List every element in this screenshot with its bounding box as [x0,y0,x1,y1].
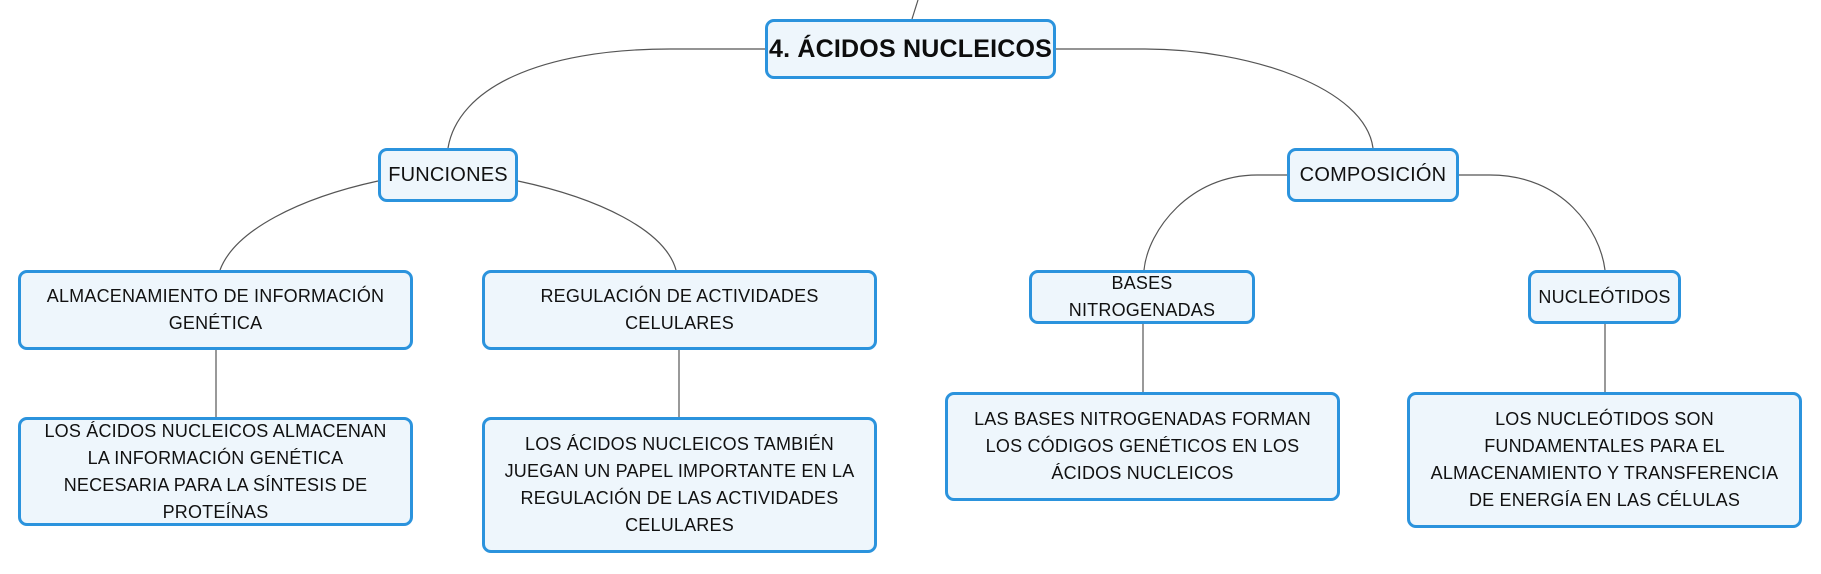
subtopic-almacenamiento[interactable]: ALMACENAMIENTO DE INFORMACIÓN GENÉTICA [18,270,413,350]
subtopic-almacenamiento-label: ALMACENAMIENTO DE INFORMACIÓN GENÉTICA [46,286,385,333]
topic-funciones-label: FUNCIONES [388,163,508,186]
connector-root-to-composicion [1056,48,1374,149]
detail-nucleotidos[interactable]: LOS NUCLEÓTIDOS SON FUNDAMENTALES PARA E… [1407,392,1802,528]
connector-root-to-funciones [447,48,765,149]
subtopic-regulacion[interactable]: REGULACIÓN DE ACTIVIDADES CELULARES [482,270,877,350]
subtopic-nucleotidos-label: NUCLEÓTIDOS [1538,286,1671,307]
detail-nucleotidos-text: LOS NUCLEÓTIDOS SON FUNDAMENTALES PARA E… [1430,409,1779,510]
subtopic-nucleotidos[interactable]: NUCLEÓTIDOS [1528,270,1681,324]
subtopic-regulacion-label: REGULACIÓN DE ACTIVIDADES CELULARES [540,286,819,333]
connector-composicion-to-nucleotidos [1459,174,1606,271]
root-topic-label: 4. ÁCIDOS NUCLEICOS [769,34,1052,63]
subtopic-bases-nitrogenadas-label: BASES NITROGENADAS [1068,273,1216,320]
connector-composicion-to-bases [1143,174,1287,271]
topic-composicion[interactable]: COMPOSICIÓN [1287,148,1459,202]
detail-almacenamiento-text: LOS ÁCIDOS NUCLEICOS ALMACENAN LA INFORM… [44,420,387,522]
detail-bases-nitrogenadas-text: LAS BASES NITROGENADAS FORMAN LOS CÓDIGO… [974,409,1311,483]
subtopic-bases-nitrogenadas[interactable]: BASES NITROGENADAS [1029,270,1255,324]
connector-parent-to-root [911,0,919,20]
topic-composicion-label: COMPOSICIÓN [1299,163,1447,186]
root-topic[interactable]: 4. ÁCIDOS NUCLEICOS [765,19,1056,79]
detail-bases-nitrogenadas[interactable]: LAS BASES NITROGENADAS FORMAN LOS CÓDIGO… [945,392,1340,501]
connector-funciones-to-regulacion [517,180,677,271]
detail-almacenamiento[interactable]: LOS ÁCIDOS NUCLEICOS ALMACENAN LA INFORM… [18,417,413,526]
connector-funciones-to-almacenamiento [219,180,379,271]
topic-funciones[interactable]: FUNCIONES [378,148,518,202]
detail-regulacion[interactable]: LOS ÁCIDOS NUCLEICOS TAMBIÉN JUEGAN UN P… [482,417,877,553]
detail-regulacion-text: LOS ÁCIDOS NUCLEICOS TAMBIÉN JUEGAN UN P… [504,434,855,535]
